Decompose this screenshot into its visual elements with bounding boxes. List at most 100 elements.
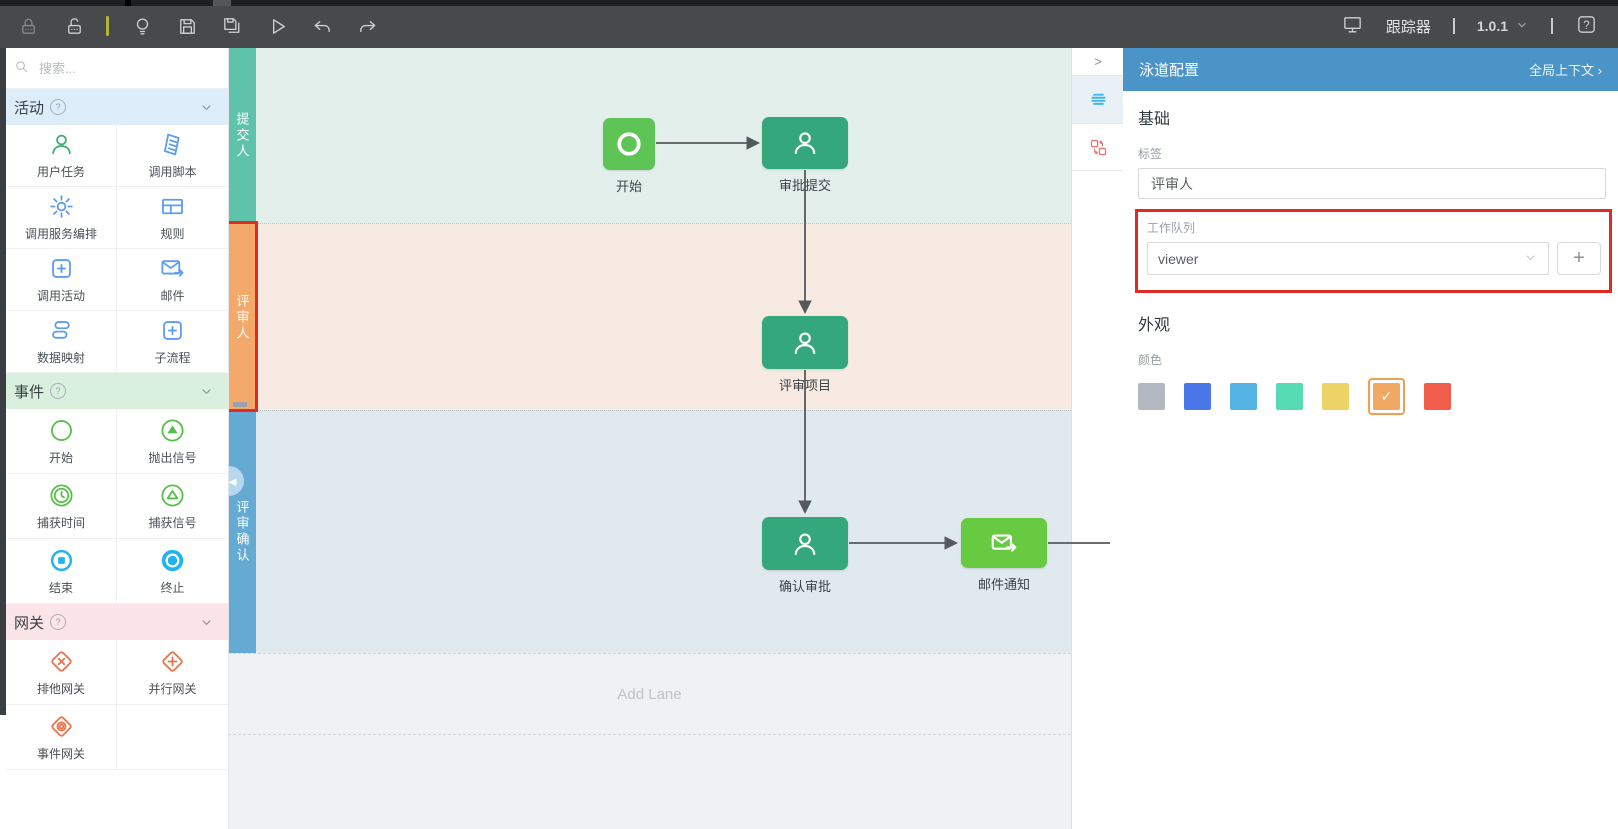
node-label: 开始 <box>615 179 642 194</box>
lane-label: 评审人 <box>234 293 250 342</box>
palette-item-label: 结束 <box>48 580 73 595</box>
plus-square-icon <box>48 255 75 282</box>
user-node[interactable] <box>762 517 848 570</box>
palette-item-label: 调用服务编排 <box>24 227 97 241</box>
palette-item[interactable]: 抛出信号 <box>117 409 228 474</box>
lane-label-input[interactable] <box>1138 168 1606 199</box>
diagram-canvas[interactable]: 提交人评审人评审确认 Add Lane 开始审批提交评审项目确认审批邮件通知 ◄ <box>228 48 1071 829</box>
palette-item[interactable]: 开始 <box>6 409 117 474</box>
monitor-icon[interactable] <box>1341 13 1364 39</box>
palette-item[interactable]: 数据映射 <box>6 311 117 373</box>
color-swatch-selected[interactable]: ✓ <box>1368 378 1405 415</box>
run-icon[interactable] <box>265 14 289 38</box>
annotation-highlight-box: 工作队列 viewer + <box>1135 209 1612 293</box>
data-map-icon <box>48 317 75 344</box>
swimlane: 评审人 <box>228 223 1071 411</box>
gateway-event-icon <box>48 713 75 740</box>
rule-icon <box>159 193 186 220</box>
palette-item-label: 抛出信号 <box>148 450 197 465</box>
lane-header[interactable]: 评审确认 <box>228 411 256 653</box>
chevron-down-icon <box>199 100 214 115</box>
mail-node[interactable] <box>961 518 1047 568</box>
palette-item[interactable]: 子流程 <box>117 311 228 373</box>
section-label: 事件 <box>14 383 45 401</box>
color-swatch[interactable] <box>1322 383 1349 410</box>
save-icon[interactable] <box>175 14 199 38</box>
unlock-icon[interactable] <box>61 14 85 38</box>
lane-header[interactable]: 评审人 <box>228 224 256 411</box>
palette-item[interactable]: 终止 <box>117 539 228 604</box>
queue-field-label: 工作队列 <box>1147 221 1196 235</box>
gateway-x-icon <box>48 648 75 675</box>
palette-item[interactable]: 事件网关 <box>6 705 117 770</box>
work-queue-value: viewer <box>1158 250 1199 267</box>
palette-item[interactable]: 调用脚本 <box>117 125 228 187</box>
chevron-down-icon <box>1523 250 1538 268</box>
color-swatch[interactable] <box>1276 383 1303 410</box>
help-icon[interactable]: ? <box>1575 13 1598 39</box>
user-node[interactable] <box>762 117 848 169</box>
info-icon: ? <box>50 99 67 115</box>
work-queue-select[interactable]: viewer <box>1147 242 1549 275</box>
color-swatch[interactable] <box>1184 383 1211 410</box>
add-queue-button[interactable]: + <box>1557 242 1601 275</box>
user-node[interactable] <box>762 316 848 369</box>
start-node[interactable] <box>603 118 655 170</box>
top-toolbar: 跟踪器 1.0.1 ? <box>0 0 1618 48</box>
color-swatch[interactable] <box>1138 383 1165 410</box>
palette-item[interactable]: 结束 <box>6 539 117 604</box>
terminate-icon <box>159 547 186 574</box>
tab-transform-config[interactable] <box>1072 124 1124 171</box>
bulb-icon[interactable] <box>130 14 154 38</box>
palette-item[interactable]: 用户任务 <box>6 125 117 187</box>
palette-item-label: 调用脚本 <box>148 165 197 179</box>
palette-item[interactable]: 规则 <box>117 187 228 249</box>
lock-icon[interactable] <box>16 14 40 38</box>
appearance-section-heading: 外观 <box>1138 317 1171 334</box>
undo-icon[interactable] <box>310 14 334 38</box>
palette-item[interactable]: 邮件 <box>117 249 228 311</box>
element-palette: 活动?用户任务调用脚本调用服务编排规则调用活动邮件数据映射子流程事件?开始抛出信… <box>0 48 229 829</box>
search-icon <box>14 59 29 77</box>
lane-header[interactable]: 提交人 <box>228 48 256 223</box>
add-lane-zone[interactable]: Add Lane <box>228 653 1071 735</box>
empty-cell <box>117 705 228 770</box>
start-circle-icon <box>48 417 75 444</box>
tab-lane-config[interactable] <box>1072 76 1124 124</box>
lane-resize-grip[interactable] <box>233 402 247 407</box>
gateway-plus-icon <box>159 648 186 675</box>
palette-item[interactable]: 捕获时间 <box>6 474 117 539</box>
palette-item[interactable]: 捕获信号 <box>117 474 228 539</box>
swimlane: 评审确认 <box>228 410 1071 653</box>
palette-section-header[interactable]: 活动? <box>0 89 228 125</box>
color-swatch[interactable] <box>1424 383 1451 410</box>
lane-body[interactable] <box>256 224 1071 411</box>
color-swatch[interactable] <box>1230 383 1257 410</box>
plus-square-icon <box>159 317 186 344</box>
version-dropdown[interactable]: 1.0.1 <box>1477 18 1529 35</box>
lane-body[interactable] <box>256 411 1071 653</box>
palette-item[interactable]: 调用服务编排 <box>6 187 117 249</box>
palette-collapse-handle[interactable]: ◄ <box>228 466 244 496</box>
redo-icon[interactable] <box>355 14 379 38</box>
lane-body[interactable] <box>256 48 1071 223</box>
chevron-down-icon <box>1515 18 1529 35</box>
tracker-button[interactable]: 跟踪器 <box>1385 18 1431 36</box>
palette-item[interactable]: 调用活动 <box>6 249 117 311</box>
save-all-icon[interactable] <box>220 14 244 38</box>
palette-section-header[interactable]: 事件? <box>0 373 228 409</box>
section-label: 网关 <box>14 614 45 632</box>
global-context-link[interactable]: 全局上下文 › <box>1529 63 1602 78</box>
toolbar-separator <box>106 16 109 36</box>
palette-item[interactable]: 并行网关 <box>117 640 228 705</box>
panel-collapse-button[interactable]: > <box>1072 48 1124 76</box>
window-chrome-strip <box>0 0 1618 6</box>
basic-section-heading: 基础 <box>1138 111 1171 128</box>
panel-tab-strip: > <box>1071 48 1124 829</box>
palette-item[interactable]: 排他网关 <box>6 640 117 705</box>
search-input[interactable] <box>37 59 201 77</box>
user-node-icon <box>790 328 820 358</box>
palette-item-label: 开始 <box>48 450 73 465</box>
palette-section-header[interactable]: 网关? <box>0 604 228 640</box>
